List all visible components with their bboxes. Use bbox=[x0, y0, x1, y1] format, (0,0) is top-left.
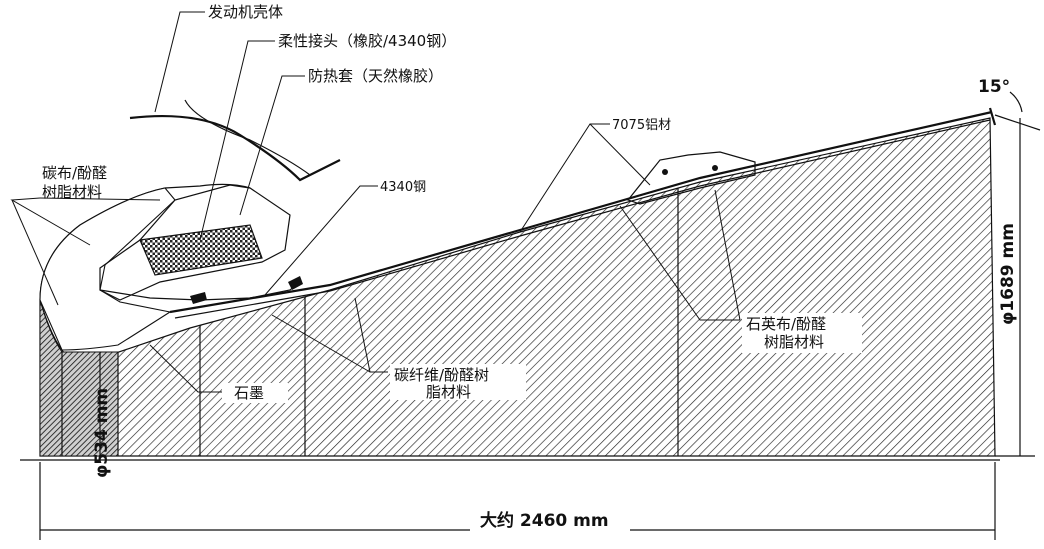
label-length: 大约 2460 mm bbox=[480, 510, 609, 531]
quartz-label-bg bbox=[742, 313, 862, 353]
engine-case-outline bbox=[129, 114, 341, 182]
leader-carbon-fiber-2 bbox=[271, 314, 371, 373]
label-carbon-fiber-1: 碳纤维/酚醛树 bbox=[394, 366, 489, 384]
label-exit-diameter: φ1689 mm bbox=[998, 223, 1018, 325]
flex-joint-block bbox=[139, 224, 263, 276]
carbon-fiber-label-bg bbox=[390, 364, 526, 400]
label-carbon-cloth-2: 树脂材料 bbox=[42, 183, 102, 201]
angle-arc bbox=[1009, 91, 1023, 113]
label-quartz-1: 石英布/酚醛 bbox=[746, 315, 826, 333]
label-steel-4340: 4340钢 bbox=[380, 180, 426, 195]
label-carbon-cloth-1: 碳布/酚醛 bbox=[42, 164, 107, 182]
label-quartz-2: 树脂材料 bbox=[764, 333, 824, 351]
leader-graphite bbox=[149, 344, 222, 393]
aluminum-shell-inner bbox=[174, 119, 991, 319]
graphite-label-bg bbox=[222, 383, 288, 403]
aluminum-shell bbox=[169, 110, 993, 314]
label-carbon-fiber-2: 脂材料 bbox=[426, 383, 471, 401]
label-engine-case: 发动机壳体 bbox=[208, 3, 283, 21]
engine-case-inner bbox=[184, 99, 311, 176]
label-aluminum: 7075铝材 bbox=[612, 118, 671, 133]
shell-flange bbox=[626, 151, 756, 205]
leader-carbon-cloth bbox=[10, 197, 91, 246]
leader-engine-case bbox=[154, 11, 205, 113]
label-throat-diameter: φ534 mm bbox=[92, 388, 112, 478]
label-angle: 15° bbox=[978, 77, 1010, 97]
steel-bolt bbox=[190, 292, 207, 304]
angle-ref-line bbox=[994, 114, 1041, 131]
flange-bolt bbox=[712, 165, 718, 171]
leader-heat-shield bbox=[239, 75, 305, 216]
flex-joint-housing bbox=[99, 184, 291, 301]
flange-bolt bbox=[662, 169, 668, 175]
label-graphite: 石墨 bbox=[234, 384, 264, 402]
nozzle-liner-body bbox=[39, 117, 996, 457]
entrance-cap-fill bbox=[39, 187, 176, 351]
label-heat-shield: 防热套（天然橡胶） bbox=[308, 67, 443, 85]
leader-carbon-cloth-3 bbox=[39, 197, 161, 201]
leader-flex-joint bbox=[199, 40, 275, 241]
exit-rim bbox=[988, 107, 997, 126]
leader-quartz bbox=[619, 205, 740, 321]
label-flex-joint: 柔性接头（橡胶/4340钢） bbox=[278, 32, 456, 50]
leader-carbon-cloth-2 bbox=[11, 199, 59, 306]
length-label-bg bbox=[470, 506, 630, 534]
leader-steel-4340 bbox=[264, 185, 378, 296]
leader-quartz-2 bbox=[714, 189, 741, 321]
steel-bolt bbox=[288, 276, 303, 290]
leader-aluminum-2 bbox=[589, 123, 651, 186]
